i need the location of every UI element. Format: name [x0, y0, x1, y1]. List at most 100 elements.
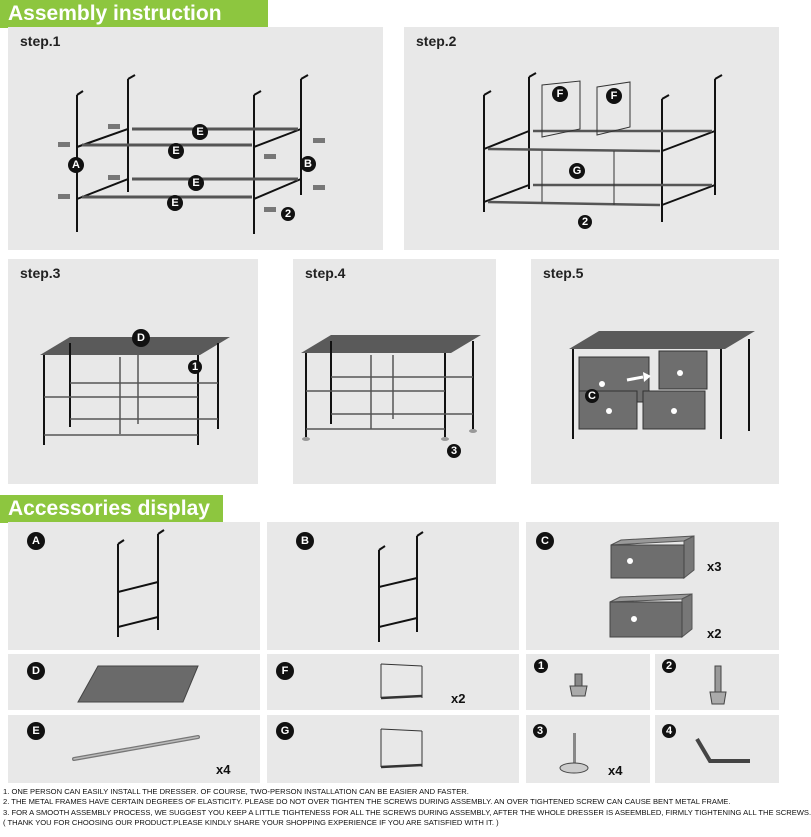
svg-text:E: E: [196, 126, 203, 138]
part-e-marker: E: [27, 722, 45, 740]
accessory-2-panel: 2: [655, 654, 779, 710]
accessories-display-header: Accessories display: [0, 495, 223, 523]
accessory-f-panel: F x2: [267, 654, 519, 710]
svg-text:G: G: [281, 725, 290, 737]
c-quantity-bottom: x2: [707, 626, 721, 641]
step-1-illustration: A B E E E E 2: [58, 74, 325, 234]
svg-text:E: E: [192, 177, 199, 189]
accessory-d-panel: D: [8, 654, 260, 710]
accessory-c-panel: C x3 x2: [526, 522, 779, 650]
accessory-b-illustration: B: [296, 531, 424, 642]
note-2: 2. THE METAL FRAMES HAVE CERTAIN DEGREES…: [3, 797, 731, 807]
part-d-marker: D: [27, 662, 45, 680]
svg-text:F: F: [611, 90, 618, 102]
screw-3-quantity: x4: [608, 763, 623, 778]
part-e-marker: E: [168, 143, 184, 159]
svg-text:E: E: [171, 197, 178, 209]
accessory-e-illustration: E x4: [27, 722, 231, 777]
accessory-c-illustration: C x3 x2: [536, 532, 721, 641]
note-4: ( THANK YOU FOR CHOOSING OUR PRODUCT.PLE…: [3, 817, 499, 827]
svg-text:2: 2: [666, 660, 672, 672]
accessory-d-illustration: D: [27, 662, 199, 703]
svg-text:C: C: [541, 535, 549, 547]
svg-text:1: 1: [538, 660, 544, 672]
svg-text:3: 3: [451, 445, 457, 457]
assembly-notes: 1. ONE PERSON CAN EASILY INSTALL THE DRE…: [3, 787, 811, 828]
accessory-1-illustration: 1: [534, 659, 588, 697]
part-e-marker: E: [192, 124, 208, 140]
note-1: 1. ONE PERSON CAN EASILY INSTALL THE DRE…: [3, 787, 469, 796]
svg-text:B: B: [301, 535, 309, 547]
svg-text:A: A: [32, 535, 40, 547]
step-2-panel: step.2 F F G 2: [404, 27, 779, 250]
accessory-4-illustration: 4: [662, 724, 750, 763]
e-quantity: x4: [216, 762, 231, 777]
accessory-a-illustration: A: [27, 529, 165, 637]
part-g-marker: G: [569, 163, 585, 179]
part-a-marker: A: [27, 532, 45, 550]
svg-text:B: B: [304, 158, 312, 170]
step-4-panel: step.4 3: [293, 259, 496, 484]
svg-text:3: 3: [537, 725, 543, 737]
allen-key-4-marker: 4: [662, 724, 676, 738]
screw-2-marker: 2: [281, 207, 295, 221]
part-b-marker: B: [296, 532, 314, 550]
svg-text:A: A: [72, 159, 80, 171]
accessory-a-panel: A: [8, 522, 260, 650]
step-4-illustration: 3: [301, 335, 481, 458]
part-f-marker: F: [606, 88, 622, 104]
part-c-marker: C: [536, 532, 554, 550]
assembly-instruction-header: Assembly instruction: [0, 0, 268, 28]
step-5-panel: step.5 C: [531, 259, 779, 484]
part-f-marker: F: [552, 86, 568, 102]
accessory-g-panel: G: [267, 715, 519, 783]
svg-text:D: D: [32, 665, 40, 677]
part-a-marker: A: [68, 157, 84, 173]
svg-text:4: 4: [666, 725, 673, 737]
accessory-3-panel: 3 x4: [526, 715, 650, 783]
accessory-g-illustration: G: [276, 722, 423, 769]
accessory-3-illustration: 3 x4: [533, 724, 623, 778]
f-quantity: x2: [451, 691, 465, 706]
step-1-label: step.1: [20, 33, 61, 49]
accessory-1-panel: 1: [526, 654, 650, 710]
screw-2-marker: 2: [578, 215, 592, 229]
screw-3-marker: 3: [447, 444, 461, 458]
screw-1-marker: 1: [188, 360, 202, 374]
accessory-b-panel: B: [267, 522, 519, 650]
step-3-panel: step.3 D 1: [8, 259, 258, 484]
step-2-label: step.2: [416, 33, 457, 49]
svg-text:D: D: [137, 332, 145, 344]
svg-text:E: E: [172, 145, 179, 157]
part-e-marker: E: [167, 195, 183, 211]
step-3-label: step.3: [20, 265, 61, 281]
c-quantity-top: x3: [707, 559, 721, 574]
part-e-marker: E: [188, 175, 204, 191]
screw-2-marker: 2: [662, 659, 676, 673]
step-2-illustration: F F G 2: [483, 72, 723, 229]
svg-text:G: G: [573, 165, 582, 177]
accessory-f-illustration: F x2: [276, 662, 465, 706]
accessory-e-panel: E x4: [8, 715, 260, 783]
accessory-4-panel: 4: [655, 715, 779, 783]
part-b-marker: B: [300, 156, 316, 172]
screw-3-marker: 3: [533, 724, 547, 738]
part-d-marker: D: [132, 329, 150, 347]
step-4-label: step.4: [305, 265, 346, 281]
svg-text:2: 2: [582, 216, 588, 228]
part-g-marker: G: [276, 722, 294, 740]
svg-text:F: F: [557, 88, 564, 100]
part-c-marker: C: [585, 389, 599, 403]
screw-1-marker: 1: [534, 659, 548, 673]
step-1-panel: step.1 A B E E E E 2: [8, 27, 383, 250]
step-3-illustration: D 1: [40, 329, 230, 445]
step-5-illustration: C: [569, 331, 755, 439]
svg-text:F: F: [282, 665, 289, 677]
svg-text:C: C: [588, 390, 596, 402]
part-f-marker: F: [276, 662, 294, 680]
note-3: 3. FOR A SMOOTH ASSEMBLY PROCESS, WE SUG…: [3, 807, 811, 817]
step-5-label: step.5: [543, 265, 584, 281]
accessory-2-illustration: 2: [662, 659, 727, 705]
svg-text:E: E: [32, 725, 39, 737]
svg-text:2: 2: [285, 208, 291, 220]
